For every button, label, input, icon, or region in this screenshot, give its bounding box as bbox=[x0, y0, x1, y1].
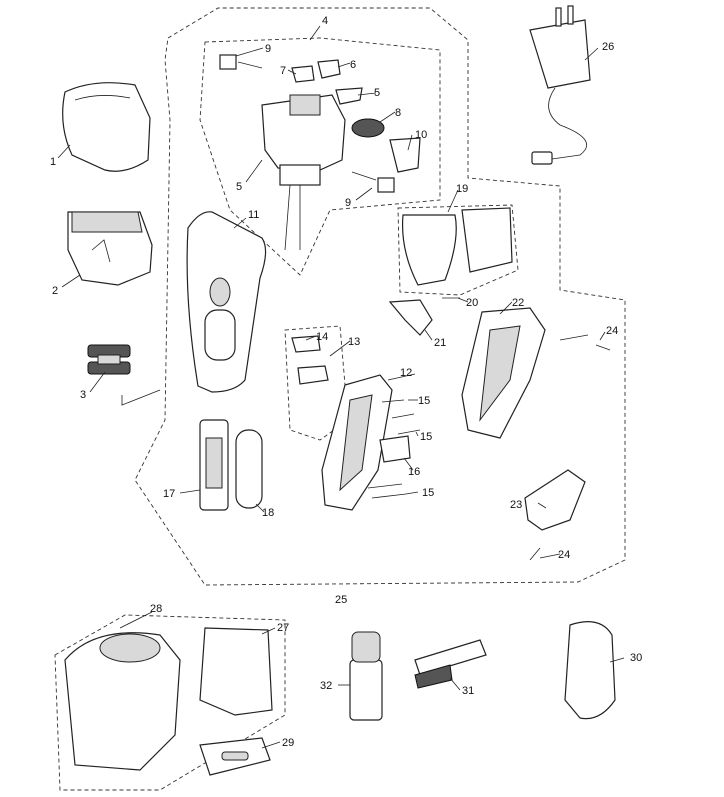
callout-10: 10 bbox=[415, 129, 427, 141]
callout-31: 31 bbox=[462, 685, 474, 697]
screw-24b bbox=[529, 547, 541, 561]
callout-15b: 15 bbox=[420, 431, 432, 443]
group-25-boundary bbox=[134, 7, 626, 586]
spring-clip-9a bbox=[219, 54, 263, 70]
rear-case bbox=[461, 307, 546, 439]
bracket-16 bbox=[379, 435, 411, 463]
bracket-10 bbox=[389, 137, 421, 173]
callout-3: 3 bbox=[80, 389, 86, 401]
callout-6: 6 bbox=[350, 59, 356, 71]
clip-part-13 bbox=[297, 365, 329, 385]
callout-23: 23 bbox=[510, 499, 522, 511]
callout-24a: 24 bbox=[606, 325, 618, 337]
group-28-boundary bbox=[54, 614, 286, 791]
callout-9b: 9 bbox=[345, 197, 351, 209]
callout-19: 19 bbox=[456, 183, 468, 195]
hook-part-7 bbox=[291, 65, 315, 83]
callout-2: 2 bbox=[52, 285, 58, 297]
callout-7: 7 bbox=[280, 65, 286, 77]
callout-11: 11 bbox=[248, 209, 259, 221]
travel-pouch bbox=[564, 621, 616, 720]
callout-15a: 15 bbox=[418, 395, 430, 407]
group-13-boundary bbox=[284, 325, 349, 441]
charging-stand bbox=[64, 632, 181, 771]
chassis-frame bbox=[321, 374, 393, 511]
group-19-boundary bbox=[397, 204, 519, 296]
callout-8: 8 bbox=[395, 107, 401, 119]
screws-24a bbox=[559, 334, 611, 351]
stand-frame-27 bbox=[199, 627, 273, 716]
oil-bottle bbox=[349, 631, 383, 721]
callout-16: 16 bbox=[408, 466, 420, 478]
bottom-cap bbox=[524, 469, 586, 531]
callout-5a: 5 bbox=[236, 181, 242, 193]
callout-20: 20 bbox=[466, 297, 478, 309]
stand-tray-29 bbox=[199, 737, 271, 776]
callout-17: 17 bbox=[163, 488, 175, 500]
callout-5b: 5 bbox=[374, 87, 380, 99]
leader-lines bbox=[57, 25, 625, 749]
callout-26: 26 bbox=[602, 41, 614, 53]
head-unit-assembly bbox=[261, 94, 346, 251]
link-3-to-25 bbox=[121, 389, 161, 406]
callout-14: 14 bbox=[316, 331, 328, 343]
callout-28: 28 bbox=[150, 603, 162, 615]
trimmer-21 bbox=[388, 299, 433, 336]
callout-13: 13 bbox=[348, 336, 360, 348]
callout-18: 18 bbox=[262, 507, 274, 519]
callout-30: 30 bbox=[630, 652, 642, 664]
callout-32: 32 bbox=[320, 680, 332, 692]
battery bbox=[235, 429, 263, 509]
callout-12: 12 bbox=[400, 367, 412, 379]
callout-1: 1 bbox=[50, 156, 56, 168]
spring-clip-9b bbox=[351, 171, 395, 193]
outer-foil bbox=[67, 211, 153, 286]
clip-part-14 bbox=[291, 335, 321, 353]
screws-15 bbox=[367, 399, 421, 499]
callout-15c: 15 bbox=[422, 487, 434, 499]
callout-25: 25 bbox=[335, 594, 347, 606]
cleaning-brush bbox=[414, 639, 487, 689]
callout-27: 27 bbox=[277, 622, 289, 634]
callout-24b: 24 bbox=[558, 549, 570, 561]
spring-part-5 bbox=[335, 87, 363, 105]
head-frame-19 bbox=[401, 207, 513, 286]
callout-22: 22 bbox=[512, 297, 524, 309]
group-4-boundary bbox=[199, 37, 441, 276]
outer-foil-frame bbox=[62, 82, 151, 172]
callout-4: 4 bbox=[322, 15, 328, 27]
callout-21: 21 bbox=[434, 337, 446, 349]
callout-29: 29 bbox=[282, 737, 294, 749]
ac-adaptor bbox=[529, 5, 591, 165]
inner-blades bbox=[87, 344, 131, 375]
battery-holder bbox=[199, 419, 229, 511]
callout-9a: 9 bbox=[265, 43, 271, 55]
front-case bbox=[186, 211, 267, 393]
clip-part-6 bbox=[317, 59, 341, 79]
drive-cover-8 bbox=[351, 118, 385, 138]
